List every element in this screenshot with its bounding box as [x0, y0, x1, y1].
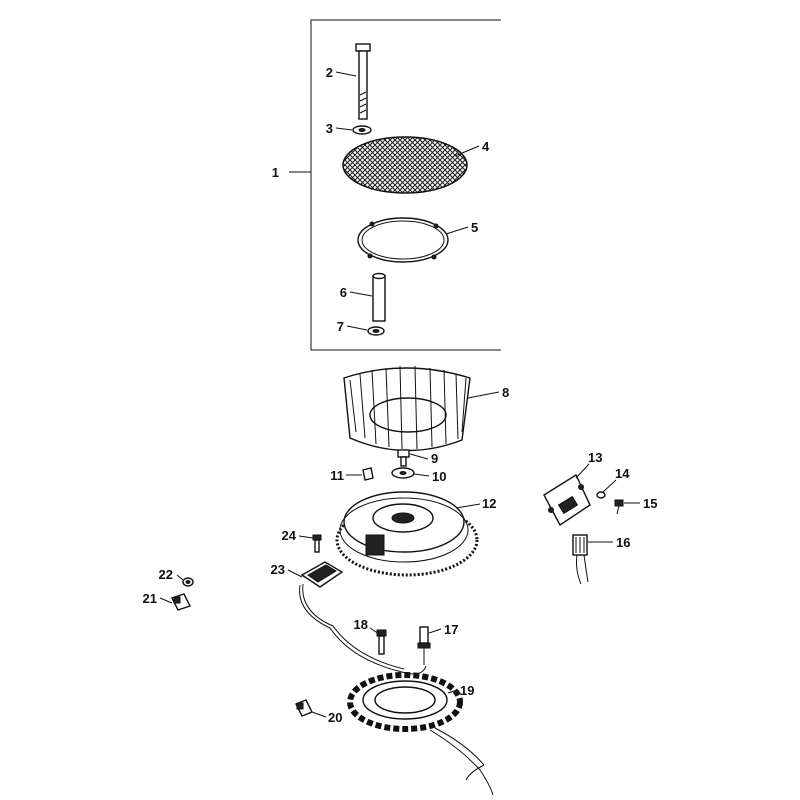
part-flywheel-washer — [391, 467, 415, 479]
part-terminal — [417, 626, 431, 665]
callout-labels: 1 2 3 4 5 6 7 8 9 10 11 12 13 14 15 16 1… — [143, 65, 658, 725]
callout-16: 16 — [616, 535, 630, 550]
callout-10: 10 — [432, 469, 446, 484]
part-washer-bottom — [367, 326, 385, 336]
part-mesh-screen — [342, 136, 468, 194]
part-retaining-ring — [357, 217, 449, 263]
part-ignition-module — [299, 561, 427, 675]
callout-15: 15 — [643, 496, 657, 511]
part-bracket-clip — [171, 593, 191, 611]
callout-2: 2 — [326, 65, 333, 80]
callout-7: 7 — [337, 319, 344, 334]
part-flywheel — [335, 491, 479, 577]
part-stator — [347, 672, 494, 796]
callout-4: 4 — [482, 139, 490, 154]
part-bracket-nut — [182, 577, 194, 587]
callout-24: 24 — [282, 528, 297, 543]
part-regulator — [543, 473, 591, 527]
part-regulator-nut — [596, 491, 606, 499]
callout-3: 3 — [326, 121, 333, 136]
part-stator-screw — [376, 629, 387, 655]
callout-19: 19 — [460, 683, 474, 698]
part-cooling-fan — [343, 365, 471, 452]
part-wire-clip — [295, 699, 313, 717]
kit-bracket-outline — [310, 19, 501, 351]
callout-18: 18 — [354, 617, 368, 632]
callout-1: 1 — [272, 165, 279, 180]
part-spacer-tube — [372, 272, 386, 322]
callout-11: 11 — [330, 468, 344, 483]
part-wire-connector — [572, 534, 589, 585]
kit-bracket-box — [310, 19, 501, 351]
part-flywheel-bolt — [397, 449, 410, 467]
callout-12: 12 — [482, 496, 496, 511]
part-washer-top — [352, 125, 372, 135]
part-module-screw — [312, 534, 322, 553]
callout-17: 17 — [444, 622, 458, 637]
callout-6: 6 — [340, 285, 347, 300]
part-key — [362, 467, 374, 481]
leader-lines — [159, 71, 640, 718]
callout-5: 5 — [471, 220, 478, 235]
callout-20: 20 — [328, 710, 342, 725]
part-regulator-screw — [614, 499, 624, 515]
callout-14: 14 — [615, 466, 630, 481]
callout-9: 9 — [431, 451, 438, 466]
callout-8: 8 — [502, 385, 509, 400]
callout-13: 13 — [588, 450, 602, 465]
part-long-bolt — [355, 43, 371, 120]
callout-23: 23 — [271, 562, 285, 577]
callout-22: 22 — [159, 567, 173, 582]
callout-21: 21 — [143, 591, 157, 606]
